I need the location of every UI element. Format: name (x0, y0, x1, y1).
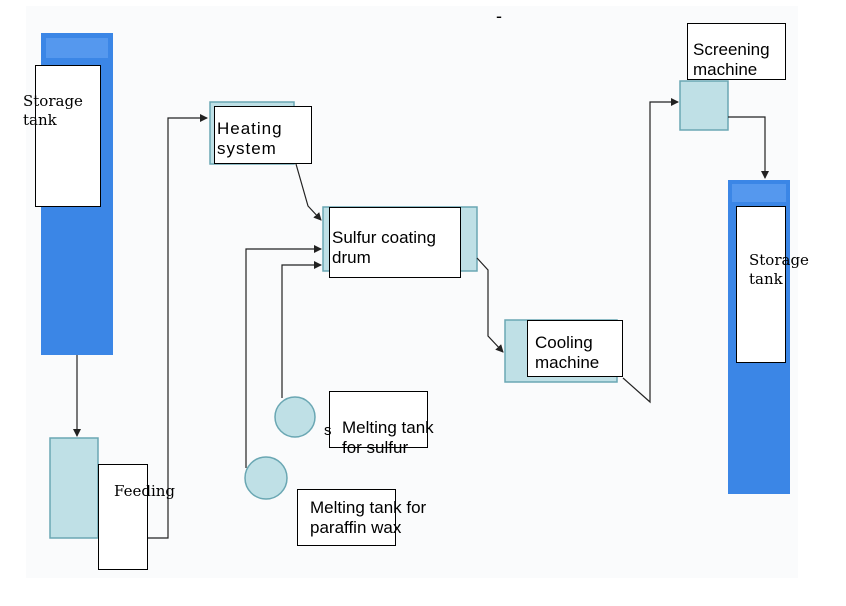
sulfur-coating-drum-label-box: Sulfur coating drum (329, 207, 461, 278)
cooling-machine-label-box: Cooling machine (527, 320, 623, 377)
background-panel (26, 6, 798, 578)
storage-tank-right-label-box: Storage tank (736, 206, 809, 363)
storage-tank-left-label: Storage tank (23, 92, 83, 129)
edge-sulfur-melt-to-drum (281, 261, 322, 398)
heating-system-label-box: Heating system (214, 106, 312, 164)
storage-tank-left-label-box: Storage tank (23, 65, 101, 207)
edge-heating-to-drum (295, 163, 322, 221)
melting-tank-sulfur-vessel (274, 396, 316, 438)
heating-system-label: Heating system (217, 119, 283, 158)
feeding-hopper (49, 437, 99, 539)
storage-tank-right-top (732, 184, 786, 202)
feeding-label: Feeding (114, 482, 176, 500)
storage-tank-left-top (46, 38, 108, 58)
melting-tank-sulfur-label: Melting tank for sulfur (342, 418, 434, 457)
edge-drum-to-cooling (476, 257, 504, 353)
feeding-label-box: Feeding (98, 464, 175, 570)
screening-machine-unit (679, 80, 729, 131)
melting-tank-paraffin-label: Melting tank for paraffin wax (310, 498, 427, 537)
melting-tank-sulfur-label-box: s Melting tank for sulfur (324, 391, 434, 457)
sulfur-coating-drum-label: Sulfur coating drum (332, 228, 436, 267)
screening-machine-label: Screening machine (693, 40, 770, 79)
cooling-machine-label: Cooling machine (535, 333, 600, 372)
screening-machine-label-box: Screening machine (687, 23, 786, 80)
melting-tank-paraffin-vessel (244, 456, 288, 500)
stray-mark: - (496, 6, 502, 26)
melting-tank-sulfur-stray: s (324, 422, 332, 439)
edge-cooling-to-screening (622, 98, 679, 404)
edge-paraffin-to-drum (245, 245, 322, 468)
storage-tank-right-label: Storage tank (749, 251, 809, 288)
edge-screening-to-storage (728, 116, 769, 179)
edge-feeding-to-heating (148, 114, 208, 539)
melting-tank-paraffin-label-box: Melting tank for paraffin wax (297, 489, 426, 546)
